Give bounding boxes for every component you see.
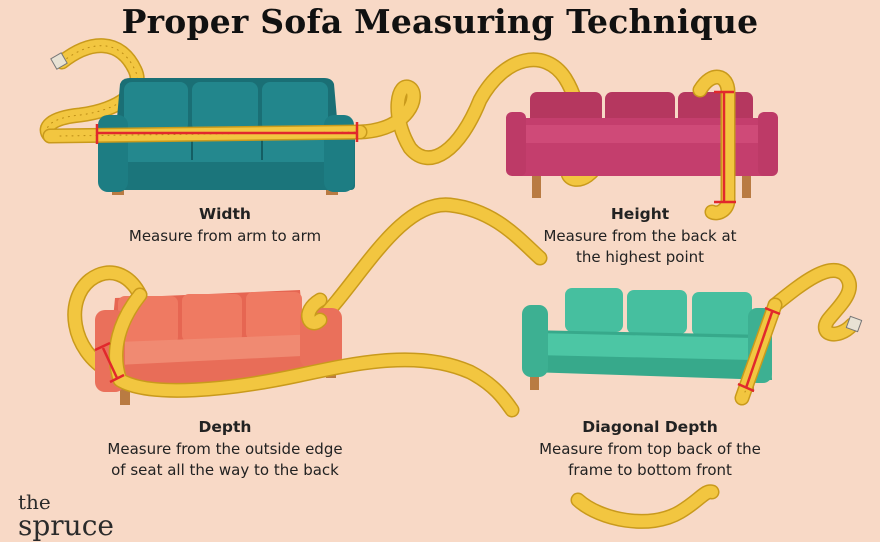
height-caption: Height Measure from the back at the high…: [505, 205, 775, 268]
logo-line1: the: [18, 490, 51, 514]
teal-sofa-icon: [98, 78, 355, 195]
measurement-markers: [94, 90, 781, 393]
height-description-line1: Measure from the back at: [543, 227, 737, 245]
diagonal-depth-caption: Diagonal Depth Measure from top back of …: [505, 418, 795, 481]
green-sofa-icon: [522, 288, 772, 392]
depth-description-line2: of seat all the way to the back: [111, 461, 339, 479]
depth-heading: Depth: [198, 418, 252, 436]
depth-description-line1: Measure from the outside edge: [107, 440, 343, 458]
diagonal-depth-description-line1: Measure from top back of the: [539, 440, 761, 458]
diagonal-depth-heading: Diagonal Depth: [582, 418, 718, 436]
logo-line2: spruce: [18, 509, 114, 542]
height-description-line2: the highest point: [575, 248, 705, 266]
pink-sofa-icon: [506, 92, 778, 198]
diagonal-depth-description-line2: frame to bottom front: [568, 461, 732, 479]
width-description-line1: Measure from arm to arm: [128, 227, 322, 245]
page-title: Proper Sofa Measuring Technique: [121, 2, 759, 41]
spruce-logo: the spruce: [18, 492, 114, 540]
width-caption: Width Measure from arm to arm: [90, 205, 360, 247]
width-heading: Width: [199, 205, 251, 223]
depth-caption: Depth Measure from the outside edge of s…: [80, 418, 370, 481]
height-heading: Height: [610, 205, 670, 223]
